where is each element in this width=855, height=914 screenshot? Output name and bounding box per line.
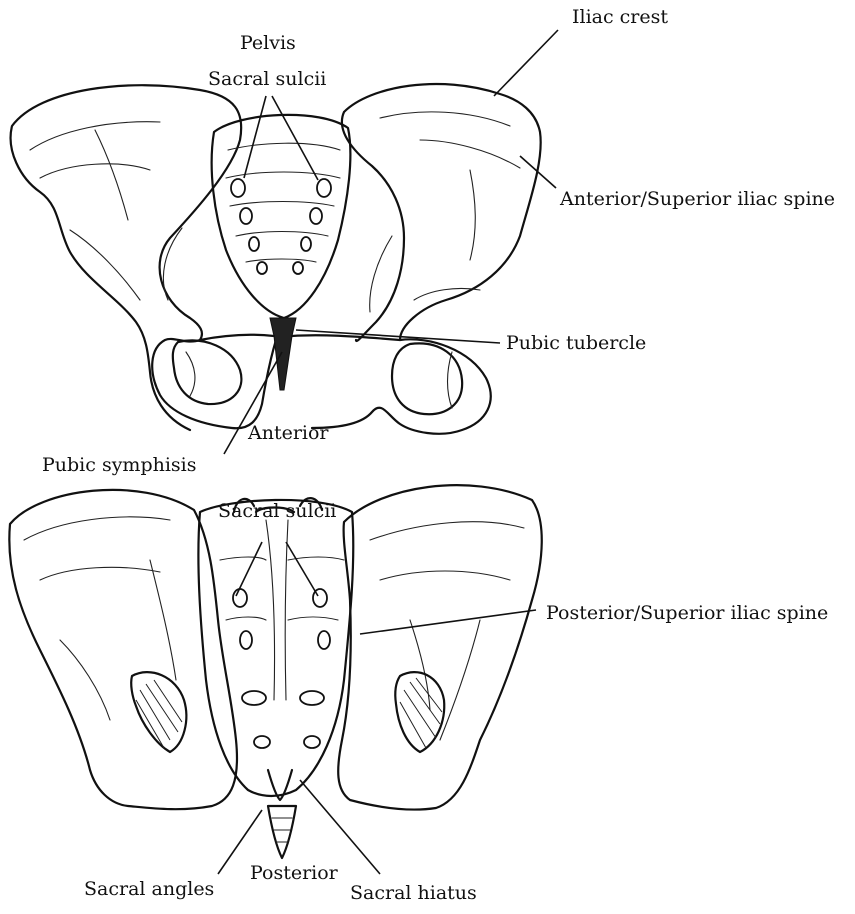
label-posterior-superior-iliac-spine: Posterior/Superior iliac spine	[546, 604, 828, 623]
left-obturator-foramen	[173, 340, 242, 404]
right-ilium-posterior	[338, 485, 542, 809]
posterior-pelvis-illustration	[9, 485, 541, 858]
pubic-symphysis	[270, 318, 296, 390]
leader-sacral-sulcii-right-bottom	[286, 542, 318, 596]
label-view-anterior: Anterior	[248, 424, 329, 443]
label-sacral-hiatus: Sacral hiatus	[350, 884, 477, 903]
leader-sacral-sulcii-left-bottom	[236, 542, 262, 596]
label-sacral-sulcii-bottom: Sacral sulcii	[218, 502, 336, 521]
leader-sacral-sulcii-right-top	[272, 96, 318, 180]
leader-asis	[520, 156, 556, 188]
leader-psis	[360, 610, 536, 634]
left-posterior-sacral-foramen-1	[233, 589, 247, 607]
leader-sacral-hiatus	[300, 780, 380, 874]
leader-sacral-sulcii-left-top	[244, 96, 266, 178]
anterior-pelvis-illustration	[11, 84, 541, 434]
leader-iliac-crest	[494, 30, 558, 96]
title-pelvis: Pelvis	[240, 34, 296, 53]
left-ilium-anterior	[11, 85, 276, 430]
label-pubic-tubercle: Pubic tubercle	[506, 334, 646, 353]
right-ilium-anterior	[312, 84, 541, 434]
label-sacral-angles: Sacral angles	[84, 880, 214, 899]
label-sacral-sulcii-top: Sacral sulcii	[208, 70, 326, 89]
label-iliac-crest: Iliac crest	[572, 8, 668, 27]
coccyx	[268, 806, 296, 858]
left-sacral-foramen-1	[231, 179, 245, 197]
label-view-posterior: Posterior	[250, 864, 338, 883]
label-pubic-symphisis: Pubic symphisis	[42, 456, 197, 475]
left-sciatic-notch	[131, 672, 186, 752]
label-anterior-superior-iliac-spine: Anterior/Superior iliac spine	[560, 190, 835, 209]
right-sacral-foramen-1	[317, 179, 331, 197]
sacrum-anterior	[212, 115, 351, 318]
right-sciatic-notch	[395, 672, 444, 752]
